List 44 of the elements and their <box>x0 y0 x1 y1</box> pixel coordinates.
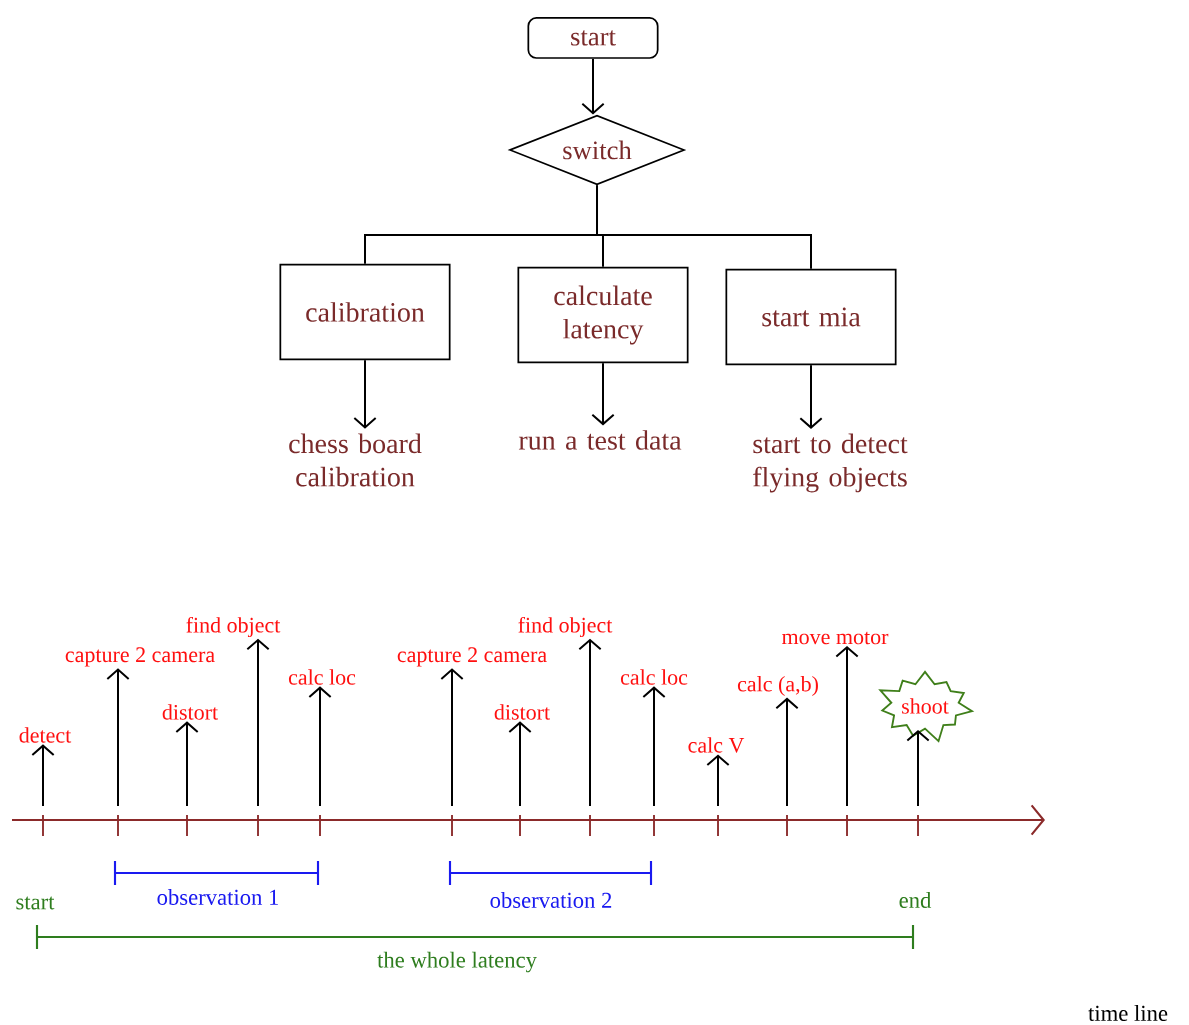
process-box: calibration <box>279 263 451 361</box>
event-label: distort <box>162 704 218 720</box>
event-label: distort <box>494 704 550 720</box>
arrow <box>106 668 130 807</box>
arrow <box>775 697 799 807</box>
arrow <box>440 668 464 807</box>
result-text: run a test data <box>518 430 682 450</box>
result-text: start to detect flying objects <box>753 433 908 493</box>
bracket-label: the whole latency <box>377 951 537 973</box>
event-label: calc loc <box>288 669 356 685</box>
result-text: chess board calibration <box>289 433 422 487</box>
arrow <box>642 686 666 807</box>
arrow <box>246 638 270 807</box>
arrow <box>175 721 199 807</box>
arrow <box>706 754 730 807</box>
event-label: find object <box>518 616 613 638</box>
arrow <box>578 638 602 807</box>
process-box: start mia <box>725 268 897 366</box>
bracket-label: end <box>899 892 932 908</box>
arrow <box>591 362 615 426</box>
connector-line <box>596 184 812 270</box>
bracket-label: observation 1 <box>157 889 279 905</box>
process-box: calculate latency <box>517 266 689 364</box>
time-axis-label: time line <box>1088 1005 1168 1021</box>
start-box: start <box>527 17 659 59</box>
event-label: detect <box>19 727 72 743</box>
event-label: move motor <box>782 631 889 645</box>
bracket-label: start <box>16 896 55 910</box>
arrow <box>508 721 532 807</box>
event-label: calc V <box>688 737 745 753</box>
arrow <box>835 645 859 807</box>
arrow <box>353 359 377 429</box>
timeline-axis <box>12 804 1045 837</box>
event-label: capture 2 camera <box>397 647 547 667</box>
arrow <box>799 364 823 429</box>
event-label: capture 2 camera <box>65 647 215 667</box>
bracket-label: observation 2 <box>490 892 612 908</box>
event-label: calc (a,b) <box>737 676 818 696</box>
arrow <box>581 57 605 115</box>
arrow <box>31 744 55 807</box>
event-label: calc loc <box>620 669 688 685</box>
event-label: find object <box>186 616 281 638</box>
arrow <box>906 729 930 807</box>
arrow <box>308 686 332 807</box>
